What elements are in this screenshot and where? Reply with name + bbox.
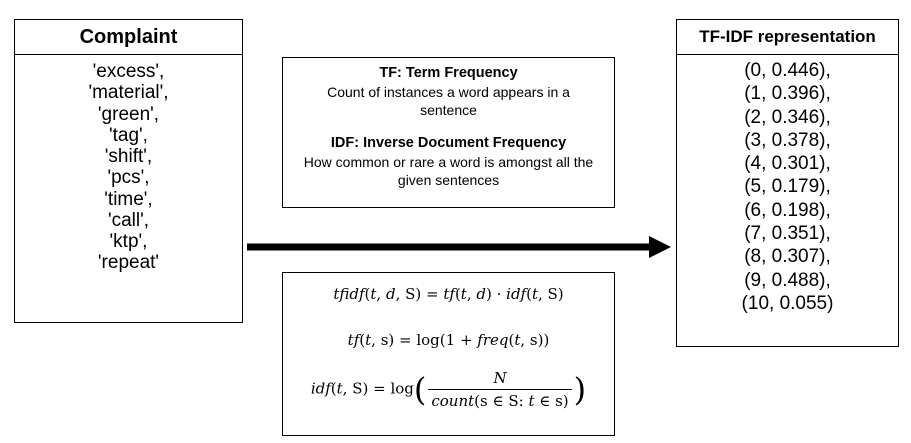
tf-title: TF: Term Frequency bbox=[379, 65, 518, 81]
complaint-item: 'ktp', bbox=[109, 231, 148, 253]
complaint-item: 'material', bbox=[88, 82, 169, 104]
complaint-item: 'tag', bbox=[109, 124, 148, 146]
complaint-item: 'call', bbox=[107, 209, 150, 231]
tfidf-item: (8, 0.307), bbox=[744, 246, 831, 268]
tfidf-header: TF-IDF representation bbox=[677, 20, 898, 55]
tfidf-item: (0, 0.446), bbox=[744, 60, 831, 81]
complaint-item: 'excess', bbox=[92, 61, 165, 82]
complaint-item: 'pcs', bbox=[107, 167, 150, 189]
complaint-item: 'green', bbox=[97, 103, 160, 125]
tfidf-item: (1, 0.396), bbox=[744, 83, 831, 105]
complaint-item: 'time', bbox=[104, 188, 153, 210]
tfidf-item: (9, 0.488), bbox=[744, 269, 831, 291]
tfidf-item: (6, 0.198), bbox=[744, 199, 831, 221]
tfidf-item: (10, 0.055) bbox=[741, 292, 834, 314]
formulas-panel: tfidf(t, d, S) = tf(t, d) · idf(t, S) tf… bbox=[282, 272, 615, 436]
idf-title: IDF: Inverse Document Frequency bbox=[330, 135, 567, 152]
arrow-head bbox=[649, 236, 671, 258]
tfidf-list: (0, 0.446), (1, 0.396), (2, 0.346), (3, … bbox=[677, 55, 898, 315]
complaint-header: Complaint bbox=[15, 20, 242, 55]
tfidf-item: (5, 0.179), bbox=[744, 176, 831, 198]
tf-formula: tf(t, s) = log(1 + freq(t, s)) bbox=[347, 331, 550, 349]
complaint-list: 'excess', 'material', 'green', 'tag', 's… bbox=[15, 55, 242, 274]
complaint-item: 'shift', bbox=[104, 146, 153, 168]
tfidf-item: (4, 0.301), bbox=[744, 153, 831, 175]
tfidf-item: (3, 0.378), bbox=[744, 129, 831, 151]
complaint-panel: Complaint 'excess', 'material', 'green',… bbox=[14, 19, 243, 323]
complaint-item: 'repeat' bbox=[97, 252, 160, 274]
idf-description: How common or rare a word is amongst all… bbox=[303, 154, 594, 189]
definitions-panel: TF: Term Frequency Count of instances a … bbox=[282, 57, 615, 208]
flow-arrow bbox=[247, 236, 671, 258]
tf-description: Count of instances a word appears in a s… bbox=[327, 83, 570, 119]
tfidf-item: (7, 0.351), bbox=[744, 223, 831, 245]
tfidf-panel: TF-IDF representation (0, 0.446), (1, 0.… bbox=[676, 19, 899, 347]
tfidf-formula: tfidf(t, d, S) = tf(t, d) · idf(t, S) bbox=[333, 285, 564, 303]
tfidf-item: (2, 0.346), bbox=[744, 106, 831, 128]
